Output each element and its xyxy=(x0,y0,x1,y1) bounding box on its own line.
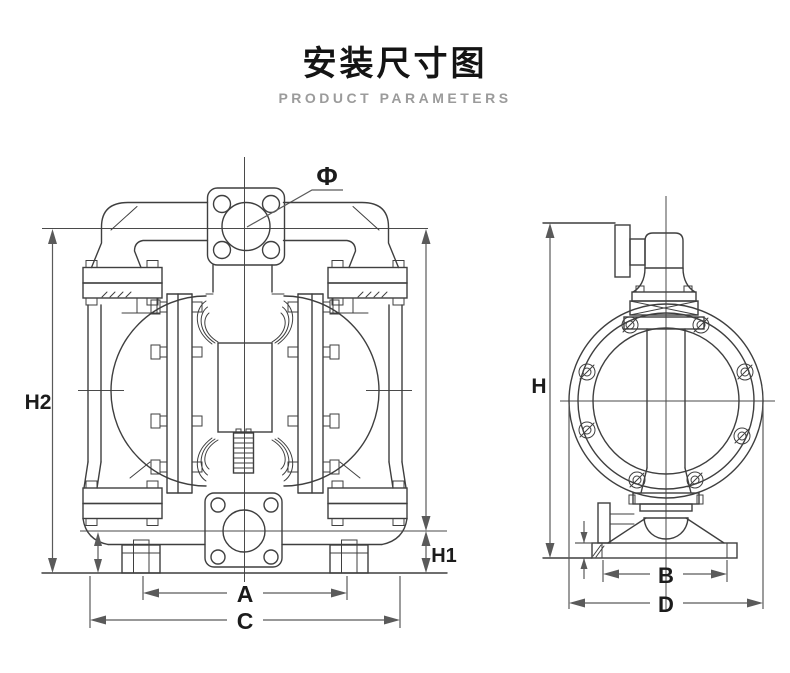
h1-label: H1 xyxy=(431,545,457,567)
base-bracket xyxy=(597,502,725,544)
discharge-manifold-arms xyxy=(90,201,400,269)
dim-h1: H1 xyxy=(421,531,457,573)
band-bolts xyxy=(287,299,340,475)
c-label: C xyxy=(237,608,254,634)
base-foot-plate xyxy=(591,542,738,559)
lower-clamp-flange-right xyxy=(327,480,408,526)
chamber-clamp-band-right xyxy=(287,293,340,494)
lower-clamp-flange-left xyxy=(82,480,163,526)
dim-a: A xyxy=(142,576,348,607)
dim-c: C xyxy=(89,576,401,634)
dim-h2: H2 xyxy=(25,229,57,573)
b-label: B xyxy=(658,563,674,588)
lower-clamp-block xyxy=(628,492,704,512)
dim-foot-height-left xyxy=(94,532,102,573)
chamber-cover xyxy=(568,303,764,499)
side-casing-pipes xyxy=(83,304,407,489)
mounting-foot-right xyxy=(329,539,369,574)
band-bolts xyxy=(150,299,203,475)
upper-clamp-flange-left xyxy=(82,260,163,314)
upper-clamp-flange-right xyxy=(327,260,408,314)
front-view-drawing: Φ xyxy=(25,157,457,634)
d-label: D xyxy=(658,592,674,617)
dim-d: D xyxy=(568,404,764,617)
dim-h: H xyxy=(531,223,555,558)
diaphragm-chambers xyxy=(110,264,380,487)
center-body xyxy=(217,342,273,433)
dim-plate-thickness xyxy=(575,521,592,579)
h2-label: H2 xyxy=(25,391,52,414)
muffler-ball xyxy=(643,517,689,540)
phi-dimension: Φ xyxy=(246,161,343,228)
chamber-clamp-band-left xyxy=(150,293,203,494)
gasket-hatch xyxy=(101,291,132,298)
center-column xyxy=(640,328,692,494)
h-label: H xyxy=(531,375,546,398)
gasket-hatch xyxy=(357,291,388,298)
suction-flange xyxy=(204,492,283,568)
mounting-foot-left xyxy=(121,539,161,574)
discharge-flange xyxy=(206,187,286,266)
a-label: A xyxy=(237,581,254,607)
side-view-drawing: H B xyxy=(531,196,775,617)
center-muffler xyxy=(232,428,255,474)
dim-port-centerlines xyxy=(421,229,431,531)
phi-label: Φ xyxy=(316,161,337,191)
dim-b: B xyxy=(602,560,728,588)
cover-bolts xyxy=(578,316,754,489)
